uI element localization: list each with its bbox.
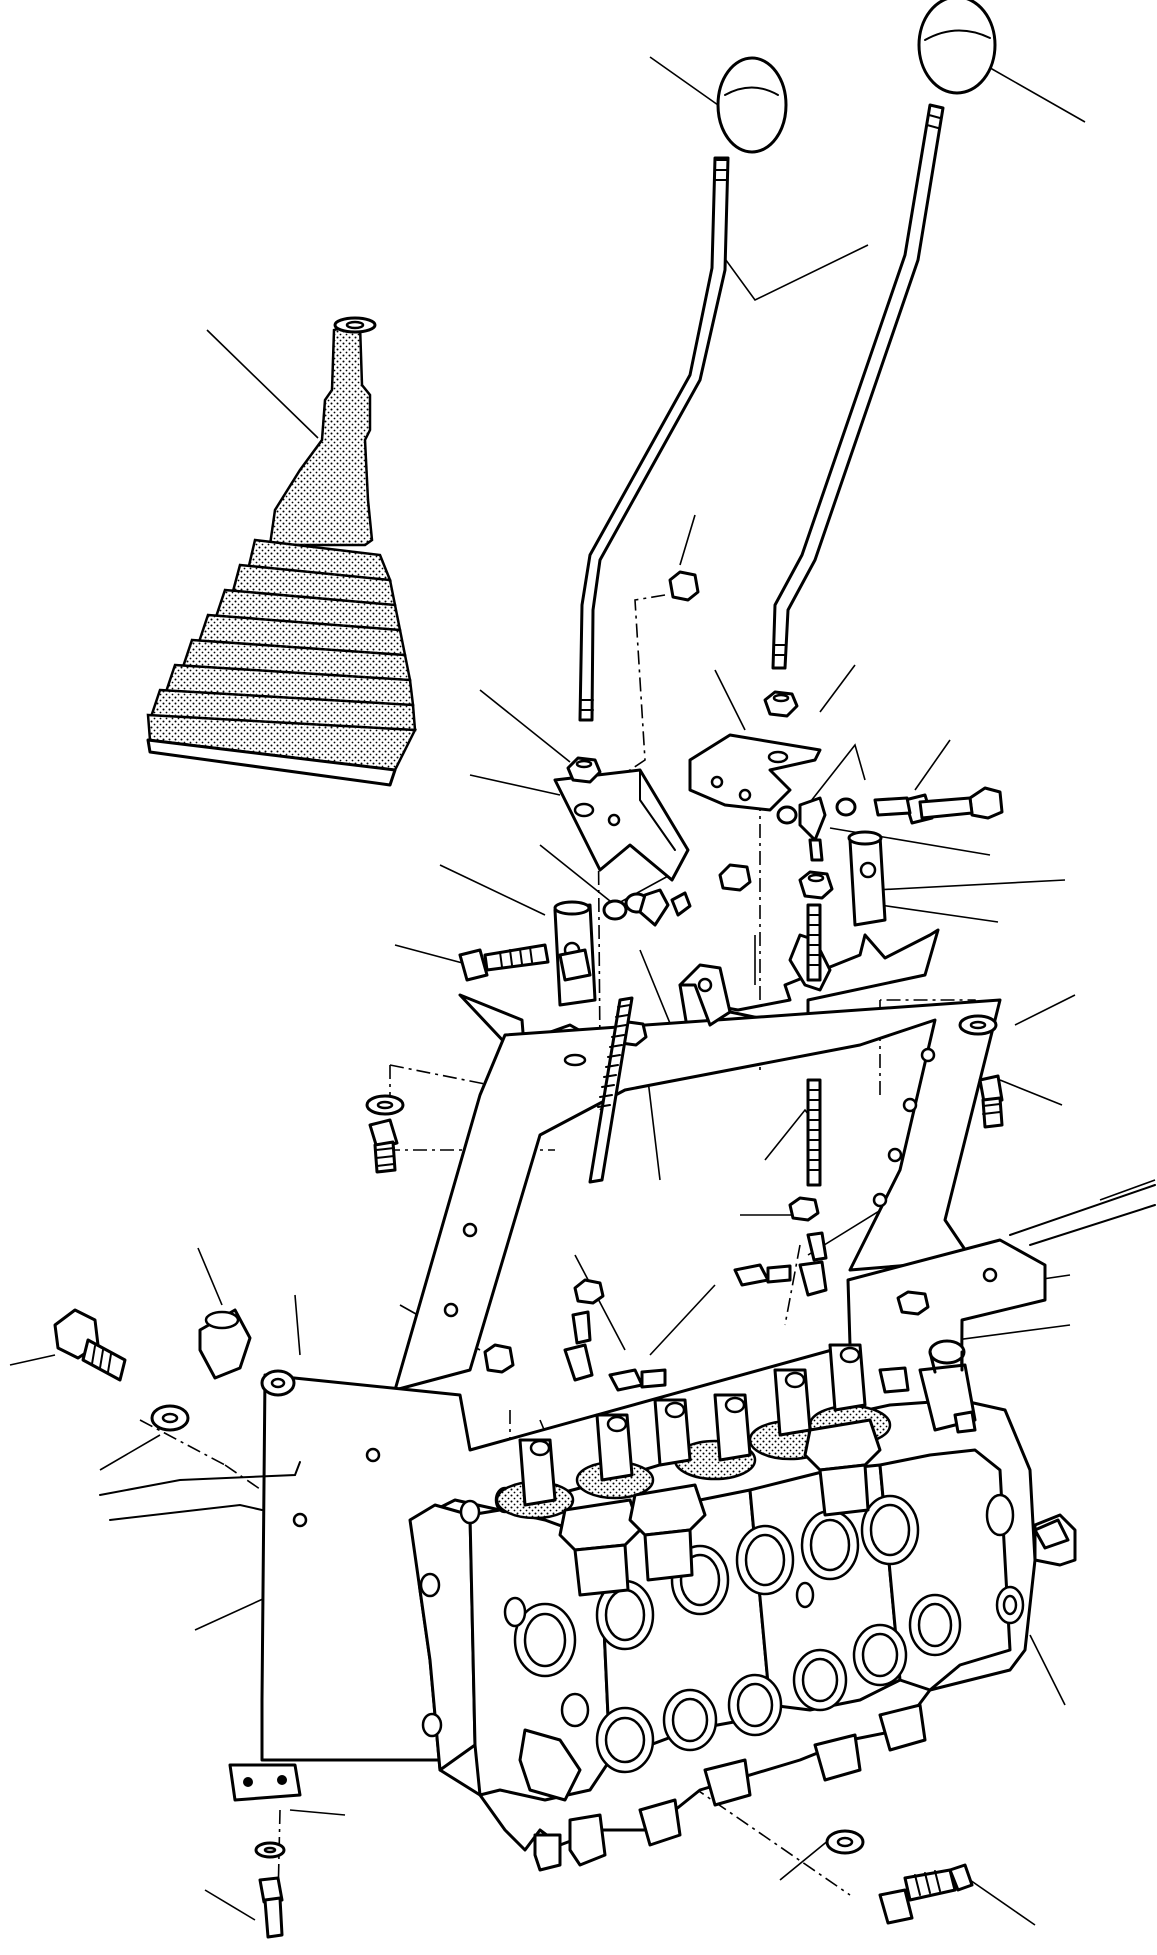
spool-clevis-tabs xyxy=(518,1343,867,1507)
threaded-rods xyxy=(588,903,822,1187)
hex-nuts xyxy=(483,570,930,1374)
universal-joints xyxy=(553,830,887,1007)
rubber-boot xyxy=(146,316,417,787)
ball-joints xyxy=(563,796,857,1382)
side-clamp xyxy=(1033,1518,1070,1550)
solenoid-valve xyxy=(878,1339,977,1434)
left-lever-bracket xyxy=(553,768,690,882)
lever-knobs xyxy=(716,0,997,154)
right-lever-bracket xyxy=(688,733,822,812)
bolts xyxy=(53,786,1004,1939)
spacer-bushing xyxy=(198,1308,252,1380)
washers xyxy=(150,1014,998,1859)
control-levers xyxy=(578,103,945,722)
